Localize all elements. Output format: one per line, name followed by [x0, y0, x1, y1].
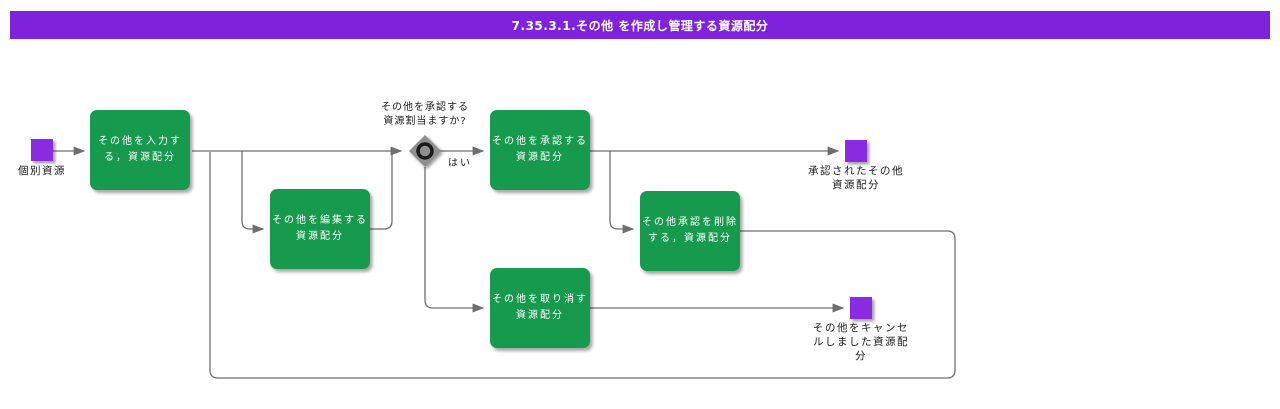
- task-delete-approval: その他承認を削除 する，資源配分: [640, 191, 740, 271]
- connector-branch-to-delete: [609, 151, 635, 234]
- decision-diamond-shape: [409, 135, 441, 167]
- connector-decision-to-cancel: [424, 167, 485, 313]
- task-edit-other-label: その他を編集する 資源配分: [272, 215, 368, 242]
- connector-branch-to-edit: [241, 151, 265, 234]
- end-event-approved-node: [845, 140, 867, 162]
- diagram-title: 7.35.3.1.その他 を作成し管理する資源配分: [511, 18, 769, 33]
- connector-edit-to-mainline: [370, 152, 393, 230]
- task-approve-other-label: その他を承認する 資源配分: [492, 136, 588, 163]
- task-cancel-other-label: その他を取り消す 資源配分: [492, 294, 588, 321]
- end-event-approved-label: 承認されたその他 資源配分: [808, 165, 904, 191]
- connector-delete-loopback: [209, 152, 956, 379]
- task-edit-other: その他を編集する 資源配分: [270, 189, 370, 269]
- start-event-node: [31, 139, 53, 161]
- task-input-other-label: その他を入力す る，資源配分: [98, 136, 182, 163]
- task-approve-other: その他を承認する 資源配分: [490, 110, 590, 190]
- decision-gateway-node: [409, 135, 441, 167]
- diagram-title-bar: 7.35.3.1.その他 を作成し管理する資源配分: [10, 11, 1270, 39]
- decision-circle-icon: [416, 142, 434, 160]
- task-input-other: その他を入力す る，資源配分: [90, 110, 190, 190]
- decision-question-label: その他を承認する 資源割当ますか?: [381, 102, 469, 127]
- end-event-cancelled-label: その他をキャンセ ルしました資源配 分: [813, 322, 909, 362]
- start-event-label: 個別資源: [18, 165, 66, 177]
- task-delete-approval-label: その他承認を削除 する，資源配分: [642, 217, 738, 244]
- task-cancel-other: その他を取り消す 資源配分: [490, 268, 590, 348]
- decision-yes-label: はい: [448, 158, 472, 169]
- end-event-cancelled-node: [850, 297, 872, 319]
